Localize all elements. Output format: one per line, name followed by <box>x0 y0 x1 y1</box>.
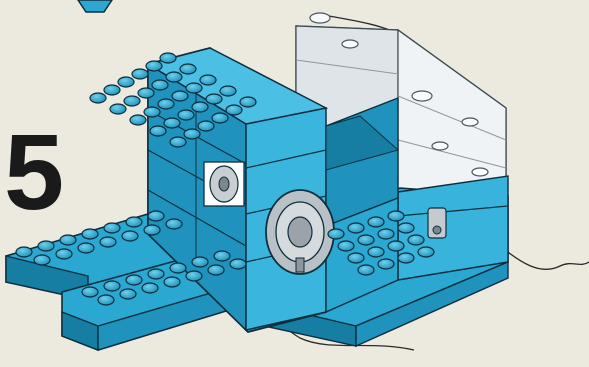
stud-11 <box>152 80 168 90</box>
stud-7 <box>186 83 202 93</box>
stud-27 <box>130 115 146 125</box>
stud-14 <box>212 113 228 123</box>
stud-28 <box>150 126 166 136</box>
stud-52 <box>120 289 136 299</box>
stud-21 <box>124 96 140 106</box>
stud-3 <box>220 86 236 96</box>
stud-9 <box>226 105 242 115</box>
stud-6 <box>166 72 182 82</box>
stud-23 <box>164 118 180 128</box>
stud-35 <box>126 217 142 227</box>
stud-48 <box>170 263 186 273</box>
stud-50 <box>214 251 230 261</box>
stud-63 <box>358 235 374 245</box>
stud-42 <box>144 225 160 235</box>
stud-57 <box>230 259 246 269</box>
stud-43 <box>166 219 182 229</box>
stud-46 <box>126 275 142 285</box>
stud-10 <box>132 69 148 79</box>
stud-13 <box>192 102 208 112</box>
stud-41 <box>122 231 138 241</box>
stud-64 <box>378 229 394 239</box>
stud-66 <box>348 253 364 263</box>
stud-29 <box>170 137 186 147</box>
stud-2 <box>200 75 216 85</box>
stud-33 <box>82 229 98 239</box>
stud-58 <box>328 229 344 239</box>
stud-71 <box>378 259 394 269</box>
stud-36 <box>148 211 164 221</box>
stud-16 <box>138 88 154 98</box>
stud-72 <box>398 253 414 263</box>
stud-5 <box>146 61 162 71</box>
stud-26 <box>110 104 126 114</box>
stud-53 <box>142 283 158 293</box>
stud-1 <box>180 64 196 74</box>
stud-60 <box>368 217 384 227</box>
stud-38 <box>56 249 72 259</box>
stud-44 <box>82 287 98 297</box>
stud-25 <box>90 93 106 103</box>
stud-0 <box>160 53 176 63</box>
stud-45 <box>104 281 120 291</box>
stud-17 <box>158 99 174 109</box>
stud-51 <box>98 295 114 305</box>
top-partial-brick <box>78 0 112 12</box>
stud-59 <box>348 223 364 233</box>
stud-65 <box>398 223 414 233</box>
stud-34 <box>104 223 120 233</box>
stud-15 <box>118 77 134 87</box>
stud-47 <box>148 269 164 279</box>
stud-55 <box>186 271 202 281</box>
stud-69 <box>408 235 424 245</box>
stud-68 <box>388 241 404 251</box>
stud-73 <box>418 247 434 257</box>
pulley-wheel <box>266 190 334 274</box>
stud-32 <box>60 235 76 245</box>
stud-31 <box>38 241 54 251</box>
grey-clip <box>428 208 446 238</box>
stud-12 <box>172 91 188 101</box>
stud-70 <box>358 265 374 275</box>
stud-49 <box>192 257 208 267</box>
stud-62 <box>338 241 354 251</box>
stud-19 <box>198 121 214 131</box>
stud-18 <box>178 110 194 120</box>
stud-37 <box>34 255 50 265</box>
stud-61 <box>388 211 404 221</box>
stud-30 <box>16 247 32 257</box>
stud-67 <box>368 247 384 257</box>
stud-54 <box>164 277 180 287</box>
stud-8 <box>206 94 222 104</box>
stud-56 <box>208 265 224 275</box>
stud-24 <box>184 129 200 139</box>
stud-20 <box>104 85 120 95</box>
inner-reel <box>204 162 244 206</box>
stud-22 <box>144 107 160 117</box>
stud-40 <box>100 237 116 247</box>
stud-39 <box>78 243 94 253</box>
stud-4 <box>240 97 256 107</box>
